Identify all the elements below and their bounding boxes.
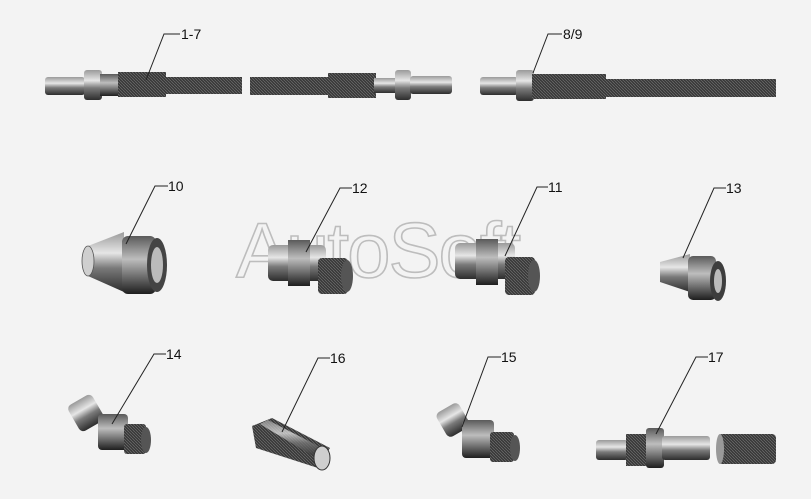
connector-13 bbox=[660, 254, 726, 301]
callout-label: 12 bbox=[352, 180, 368, 196]
cable-assembly-8-9 bbox=[480, 70, 776, 101]
connector-10 bbox=[81, 232, 167, 294]
callout-label: 11 bbox=[548, 179, 563, 195]
leader-line-17 bbox=[655, 356, 708, 435]
connector-17-assembly bbox=[596, 428, 710, 468]
cable-assembly-1-7-right bbox=[250, 70, 452, 100]
leader-line-8-9 bbox=[532, 33, 562, 74]
callout-label: 1-7 bbox=[181, 26, 201, 42]
connector-14 bbox=[68, 394, 151, 454]
callout-label: 17 bbox=[708, 349, 724, 365]
callout-label: 13 bbox=[726, 180, 742, 196]
leader-line-14 bbox=[111, 353, 166, 425]
connector-12 bbox=[268, 240, 353, 294]
callout-label: 15 bbox=[501, 349, 517, 365]
callout-label: 16 bbox=[330, 350, 346, 366]
cable-assembly-1-7-left bbox=[45, 70, 242, 100]
callout-label: 8/9 bbox=[563, 26, 583, 42]
connector-17-sleeve bbox=[716, 434, 776, 464]
leader-line-1-7 bbox=[145, 33, 180, 81]
connector-11 bbox=[455, 239, 540, 295]
leader-line-15 bbox=[461, 356, 501, 428]
connector-15 bbox=[436, 403, 520, 462]
callout-label: 14 bbox=[166, 346, 182, 362]
adapter-16 bbox=[252, 418, 331, 471]
leader-line-10 bbox=[125, 185, 168, 245]
callout-label: 10 bbox=[168, 178, 184, 194]
leader-line-11 bbox=[504, 186, 548, 257]
leader-line-13 bbox=[682, 187, 726, 259]
leader-line-12 bbox=[305, 187, 352, 253]
leader-line-16 bbox=[281, 357, 330, 433]
